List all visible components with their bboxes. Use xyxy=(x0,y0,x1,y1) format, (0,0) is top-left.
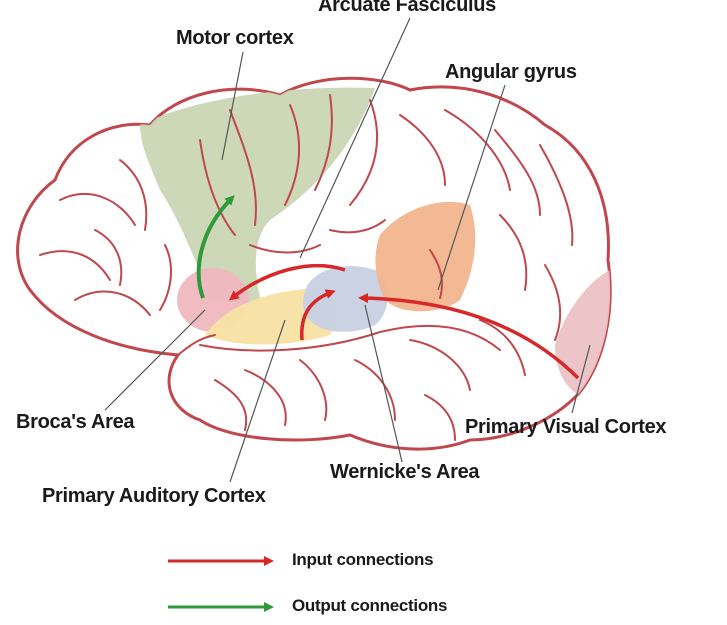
motor-cortex-label: Motor cortex xyxy=(176,27,294,49)
primary-auditory-cortex-label: Primary Auditory Cortex xyxy=(42,485,266,507)
wernickes-area-label: Wernicke's Area xyxy=(330,461,480,483)
input-arrow-wernicke-to-broca xyxy=(228,263,346,301)
visual-leader-line xyxy=(571,344,591,414)
arcuate-leader-line xyxy=(299,17,411,259)
motor-cortex-region xyxy=(140,87,375,305)
angular-leader-line xyxy=(437,84,506,291)
wernicke-leader-line xyxy=(364,304,403,463)
arcuate-fasciculus-label: Arcuate Fasciculus xyxy=(318,0,497,16)
brocas-area-label: Broca's Area xyxy=(16,411,135,433)
primary-visual-cortex-label: Primary Visual Cortex xyxy=(465,416,667,438)
legend-output-label: Output connections xyxy=(292,596,448,615)
input-arrow-auditory-to-wernicke xyxy=(300,289,336,341)
wernickes-area-region xyxy=(303,266,388,332)
input-arrow-visual-to-wernicke xyxy=(358,293,580,380)
auditory-leader-line xyxy=(229,319,286,483)
leader-lines xyxy=(104,17,591,483)
angular-gyrus-label: Angular gyrus xyxy=(445,61,577,83)
broca-leader-line xyxy=(104,309,206,411)
angular-gyrus-region xyxy=(375,201,476,312)
legend-input-label: Input connections xyxy=(292,550,434,569)
motor-leader-line xyxy=(221,51,244,161)
output-arrow-broca-to-motor xyxy=(196,195,235,299)
brain-folds xyxy=(39,94,574,441)
